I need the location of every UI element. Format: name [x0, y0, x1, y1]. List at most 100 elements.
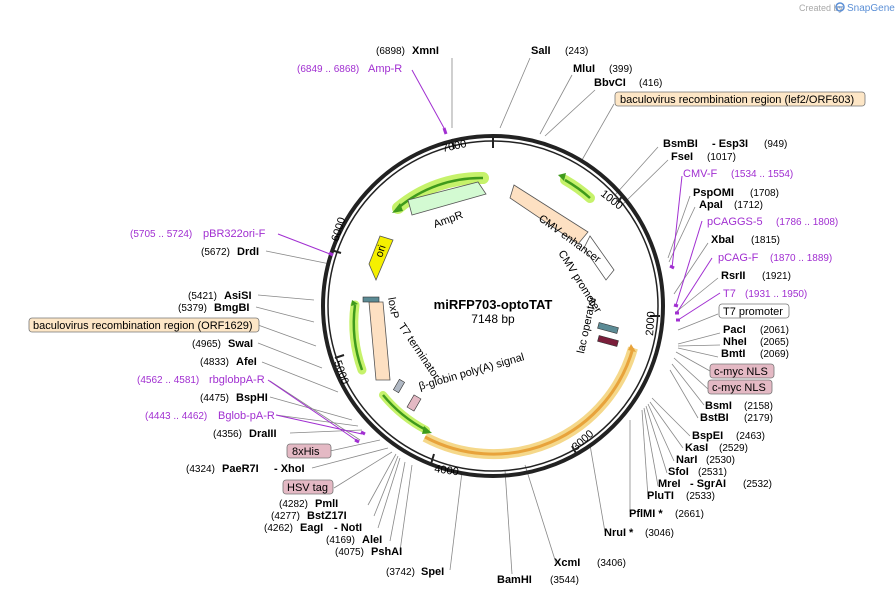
- enzyme-noti-name[interactable]: - NotI: [334, 522, 362, 534]
- primer-pcaggs5-range: (1786 .. 1808): [776, 217, 838, 228]
- enzyme-bmgbi-name[interactable]: BmgBI: [214, 302, 249, 314]
- enzyme-xhoi-name[interactable]: - XhoI: [274, 463, 305, 475]
- enzyme-draiii-pos: (4356): [213, 429, 242, 440]
- enzyme-eagi-name[interactable]: EagI: [300, 522, 323, 534]
- enzyme-apai-name[interactable]: ApaI: [699, 199, 723, 211]
- enzyme-sfoi-name[interactable]: SfoI: [668, 466, 689, 478]
- primer-leader-cmvf: [671, 175, 683, 269]
- leader-bbvci: [544, 89, 596, 137]
- enzyme-draiii-name[interactable]: DraIII: [249, 428, 277, 440]
- primer-cmvf-name[interactable]: CMV-F: [683, 168, 718, 180]
- enzyme-bsmbi-name[interactable]: BsmBI: [663, 138, 698, 150]
- leader-sfoi: [645, 405, 668, 474]
- promoter-junction-mark[interactable]: [597, 335, 619, 347]
- enzyme-paci-name[interactable]: PacI: [723, 324, 746, 336]
- enzyme-nhei-name[interactable]: NheI: [723, 336, 747, 348]
- enzyme-pluti-name[interactable]: PluTI: [647, 490, 674, 502]
- box-baculo-left[interactable]: baculovirus recombination region (ORF162…: [28, 317, 260, 333]
- enzyme-alei-name[interactable]: AleI: [362, 534, 382, 546]
- enzyme-sgrai-name[interactable]: - SgrAI: [690, 478, 726, 490]
- box-8xhis[interactable]: 8xHis: [286, 443, 332, 459]
- box-cmyc-nls-2[interactable]: c-myc NLS: [707, 379, 773, 395]
- enzyme-bmti-name[interactable]: BmtI: [721, 348, 745, 360]
- ampr-arrow-line: [397, 176, 484, 209]
- primer-leader-pcaggs5: [675, 220, 703, 306]
- enzyme-xbai-name[interactable]: XbaI: [711, 234, 734, 246]
- leader-fsei: [621, 159, 669, 206]
- leader-xbai: [673, 242, 709, 295]
- position-tick-marks: [330, 138, 660, 465]
- enzyme-asisi-name[interactable]: AsiSI: [224, 290, 252, 302]
- box-t7-promoter[interactable]: T7 promoter: [718, 303, 790, 319]
- primer-pcaggs5-name[interactable]: pCAGGS-5: [707, 216, 763, 228]
- enzyme-pshai-name[interactable]: PshAI: [371, 546, 402, 558]
- leader-sali: [499, 57, 531, 129]
- cmv-promoter-block[interactable]: [583, 235, 615, 281]
- enzyme-bstbi-name[interactable]: BstBI: [700, 412, 729, 424]
- primer-leader-ampr: [411, 69, 445, 129]
- primer-bglob-name[interactable]: Bglob-pA-R: [218, 410, 275, 422]
- enzyme-xmni-name[interactable]: XmnI: [412, 45, 439, 57]
- enzyme-drdi-name[interactable]: DrdI: [237, 246, 259, 258]
- leader-bmti: [677, 347, 719, 358]
- leader-nhei: [677, 344, 721, 347]
- enzyme-esp3i-name[interactable]: - Esp3I: [712, 138, 748, 150]
- leader-bglob-primer: [275, 414, 359, 427]
- enzyme-spei-name[interactable]: SpeI: [421, 566, 444, 578]
- primer-ampr-range: (6849 .. 6868): [297, 64, 359, 75]
- enzyme-pmli-name[interactable]: PmlI: [315, 498, 338, 510]
- enzyme-paer7i-name[interactable]: PaeR7I: [222, 463, 259, 475]
- lac-operator-mark[interactable]: [597, 322, 619, 334]
- enzyme-fsei-name[interactable]: FseI: [671, 151, 693, 163]
- leader-nari: [647, 403, 675, 462]
- enzyme-swai-name[interactable]: SwaI: [228, 338, 253, 350]
- ori-feature-block[interactable]: [368, 235, 394, 282]
- loxp-site-mark[interactable]: [362, 296, 380, 303]
- enzyme-kasi-name[interactable]: KasI: [685, 442, 708, 454]
- leader-bsmbi: [614, 146, 659, 196]
- enzyme-pflmi-name[interactable]: PflMI *: [629, 508, 663, 520]
- enzyme-bstz17i-name[interactable]: BstZ17I: [307, 510, 347, 522]
- leader-cmyc1: [675, 351, 711, 372]
- leader-eagi: [377, 457, 401, 529]
- enzyme-pspomi-name[interactable]: PspOMI: [693, 187, 734, 199]
- cmv-arrow-line: [564, 178, 591, 199]
- primer-leader-pcagf: [675, 257, 713, 315]
- enzyme-bamhi-name[interactable]: BamHI: [497, 574, 532, 586]
- enzyme-xcmi-name[interactable]: XcmI: [554, 557, 580, 569]
- enzyme-esp3i-pos: (949): [764, 139, 787, 150]
- leader-alei: [389, 461, 406, 542]
- primer-t7-name[interactable]: T7: [723, 288, 736, 300]
- leader-bsphi: [269, 396, 353, 421]
- primer-rbglob-name[interactable]: rbglobpA-R: [209, 374, 265, 386]
- beta-globin-polya-block[interactable]: [406, 394, 422, 412]
- enzyme-fsei-pos: (1017): [707, 152, 736, 163]
- enzyme-mlui-pos: (399): [609, 64, 632, 75]
- enzyme-sali-name[interactable]: SalI: [531, 45, 551, 57]
- primer-site-pcaggs5: [673, 303, 679, 308]
- enzyme-spei-pos: (3742): [386, 567, 415, 578]
- ampr-feature-block[interactable]: [407, 181, 487, 216]
- box-hsv-tag[interactable]: HSV tag: [282, 479, 334, 495]
- primer-pbr322ori-name[interactable]: pBR322ori-F: [203, 228, 266, 240]
- primer-pcagf-name[interactable]: pCAG-F: [718, 252, 759, 264]
- enzyme-afei-name[interactable]: AfeI: [236, 356, 257, 368]
- cmv-enhancer-block[interactable]: [509, 184, 589, 245]
- t7-terminator-mark[interactable]: [392, 378, 406, 394]
- enzyme-mlui-name[interactable]: MluI: [573, 63, 595, 75]
- leader-pmli: [367, 453, 397, 506]
- loxp-region-block[interactable]: [368, 301, 391, 381]
- box-cmyc-nls-1[interactable]: c-myc NLS: [709, 363, 775, 379]
- enzyme-bsmi-name[interactable]: BsmI: [705, 400, 732, 412]
- enzyme-nrui-name[interactable]: NruI *: [604, 527, 634, 539]
- enzyme-nari-name[interactable]: NarI: [676, 454, 697, 466]
- enzyme-xcmi-pos: (3406): [597, 558, 626, 569]
- enzyme-sfoi-pos: (2531): [698, 467, 727, 478]
- enzyme-bsphi-name[interactable]: BspHI: [236, 392, 268, 404]
- enzyme-bspei-name[interactable]: BspEI: [692, 430, 723, 442]
- enzyme-rsrii-name[interactable]: RsrII: [721, 270, 745, 282]
- box-baculo-right[interactable]: baculovirus recombination region (lef2/O…: [614, 91, 866, 107]
- enzyme-mrei-name[interactable]: MreI: [658, 478, 681, 490]
- enzyme-bbvci-name[interactable]: BbvCI: [594, 77, 626, 89]
- primer-ampr-name[interactable]: Amp-R: [368, 63, 402, 75]
